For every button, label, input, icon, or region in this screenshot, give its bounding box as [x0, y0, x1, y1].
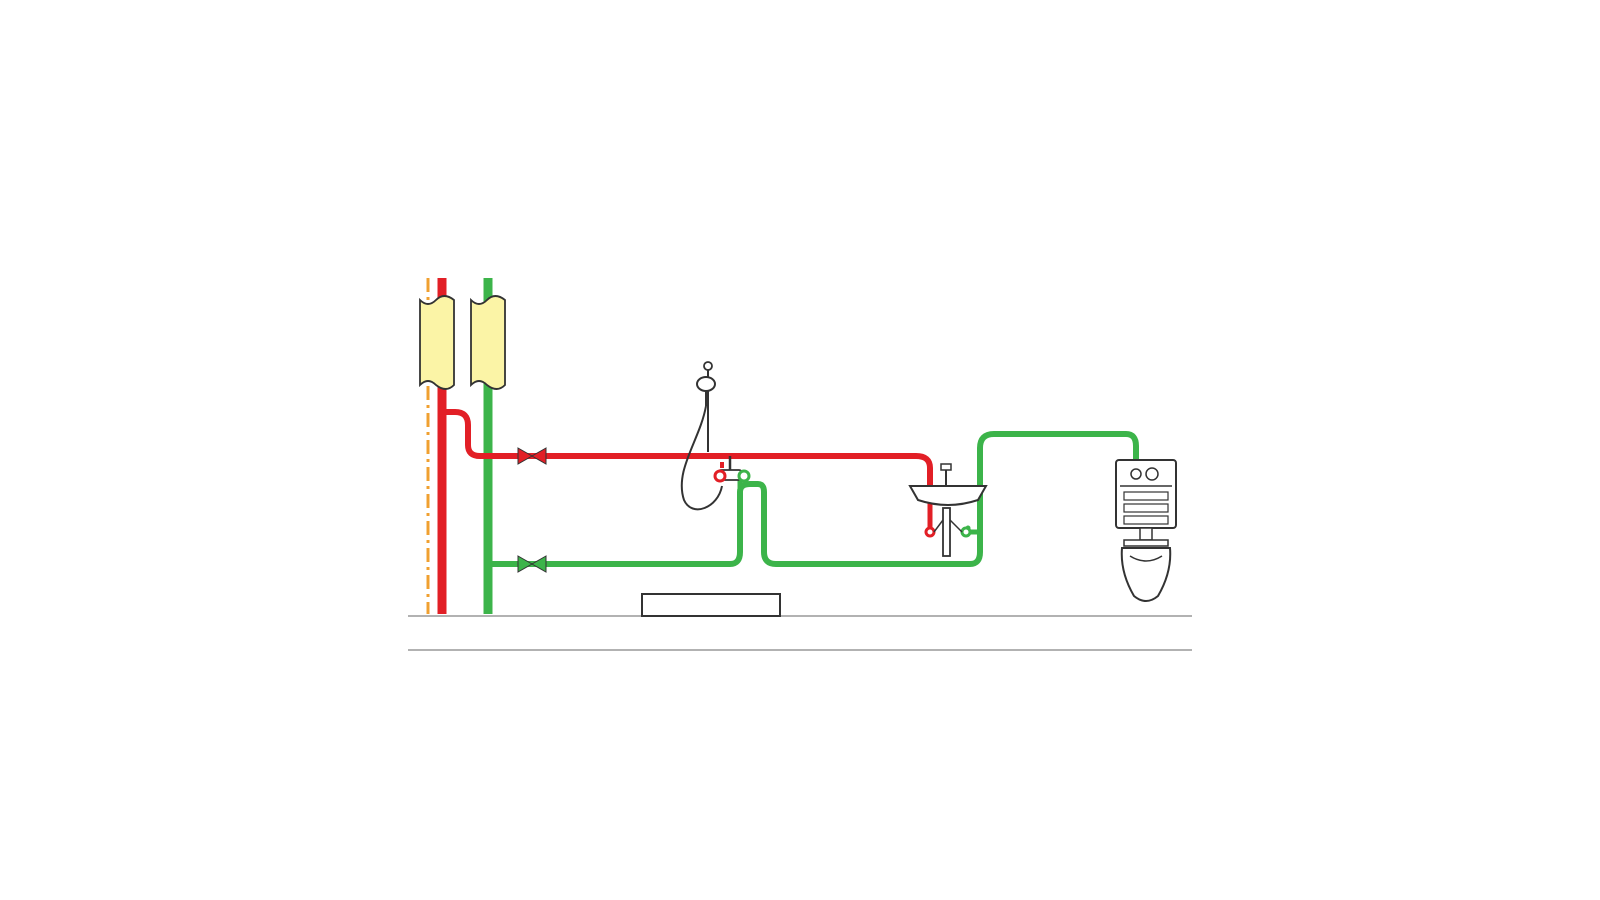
wc-unit [1115, 459, 1177, 602]
wc-toilet-bowl-icon [1120, 547, 1172, 602]
hot-water-shutoff-valve [517, 447, 547, 465]
shower-rail-cap-icon [703, 361, 713, 371]
cold-riser-insulation [470, 295, 506, 390]
hot-riser-insulation [419, 295, 455, 390]
washbasin [908, 463, 988, 557]
shower-hose [680, 405, 723, 511]
wc-flush-button-large-icon [1145, 467, 1159, 481]
basin-tap-icon [940, 463, 952, 471]
shower-hot-inlet-icon [713, 469, 727, 483]
basin-trap [942, 507, 951, 557]
wc-seat-bar [1123, 539, 1169, 547]
shower-set [680, 361, 751, 511]
wc-pipe-connector [1139, 527, 1153, 541]
shower-cold-inlet-icon [737, 469, 751, 483]
cold-water-shutoff-valve [517, 555, 547, 573]
washbasin-icon [908, 485, 988, 506]
shower-head-icon [696, 376, 716, 392]
hot-water-branch [439, 409, 933, 505]
shower-tray [641, 593, 781, 617]
wc-flush-button-small-icon [1130, 468, 1142, 480]
basin-hot-angle-valve-icon [924, 526, 936, 538]
basin-cold-angle-valve-icon [960, 526, 972, 538]
